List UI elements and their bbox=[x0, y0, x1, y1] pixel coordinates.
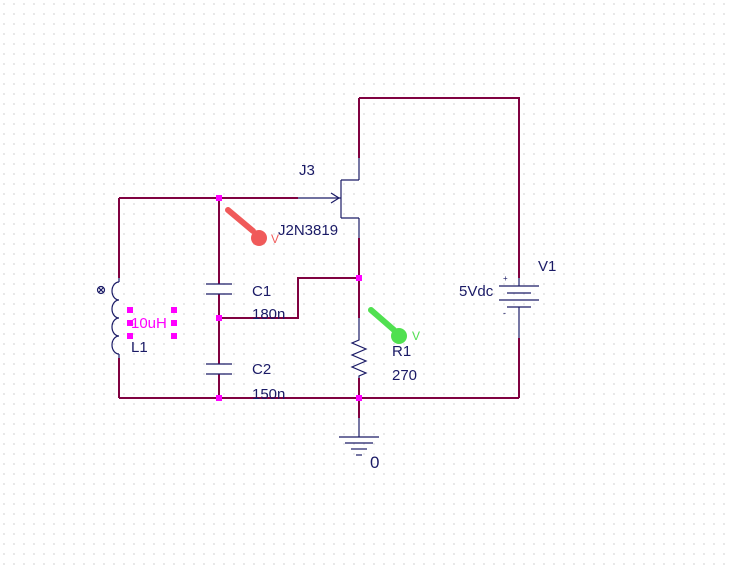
wires bbox=[118, 97, 520, 418]
c1-ref-label: C1 bbox=[252, 283, 271, 300]
jfet-j3[interactable] bbox=[298, 158, 360, 238]
j3-ref-label: J3 bbox=[299, 162, 315, 179]
junction-nodes bbox=[216, 195, 362, 401]
selection-handles bbox=[127, 307, 177, 339]
ground-label: 0 bbox=[370, 453, 379, 472]
l1-value-label[interactable]: 10uH bbox=[131, 315, 167, 332]
voltage-source-v1[interactable] bbox=[499, 278, 539, 338]
v1-value-label: 5Vdc bbox=[459, 283, 494, 300]
v1-minus-sign: - bbox=[503, 308, 506, 318]
v1-ref-label: V1 bbox=[538, 258, 556, 275]
j3-value-label: J2N3819 bbox=[278, 222, 338, 239]
r1-value-label: 270 bbox=[392, 367, 417, 384]
inductor-l1[interactable] bbox=[96, 278, 120, 358]
capacitor-c2[interactable] bbox=[206, 363, 232, 375]
c2-ref-label: C2 bbox=[252, 361, 271, 378]
wire-c-junction[interactable] bbox=[219, 277, 359, 319]
l1-ref-label: L1 bbox=[131, 339, 148, 356]
probe-red-label: V bbox=[271, 232, 279, 246]
wire-top-right[interactable] bbox=[359, 97, 520, 278]
voltage-probe-red[interactable]: V bbox=[225, 207, 279, 246]
v1-plus-sign: + bbox=[503, 274, 508, 283]
ground-symbol[interactable] bbox=[339, 418, 379, 456]
c1-value-label: 180n bbox=[252, 306, 285, 323]
resistor-r1[interactable] bbox=[350, 318, 368, 378]
c2-value-label: 150n bbox=[252, 386, 285, 403]
r1-ref-label: R1 bbox=[392, 343, 411, 360]
voltage-probe-green[interactable]: V bbox=[368, 307, 420, 344]
capacitor-c1[interactable] bbox=[206, 283, 232, 295]
probe-green-label: V bbox=[412, 329, 420, 343]
